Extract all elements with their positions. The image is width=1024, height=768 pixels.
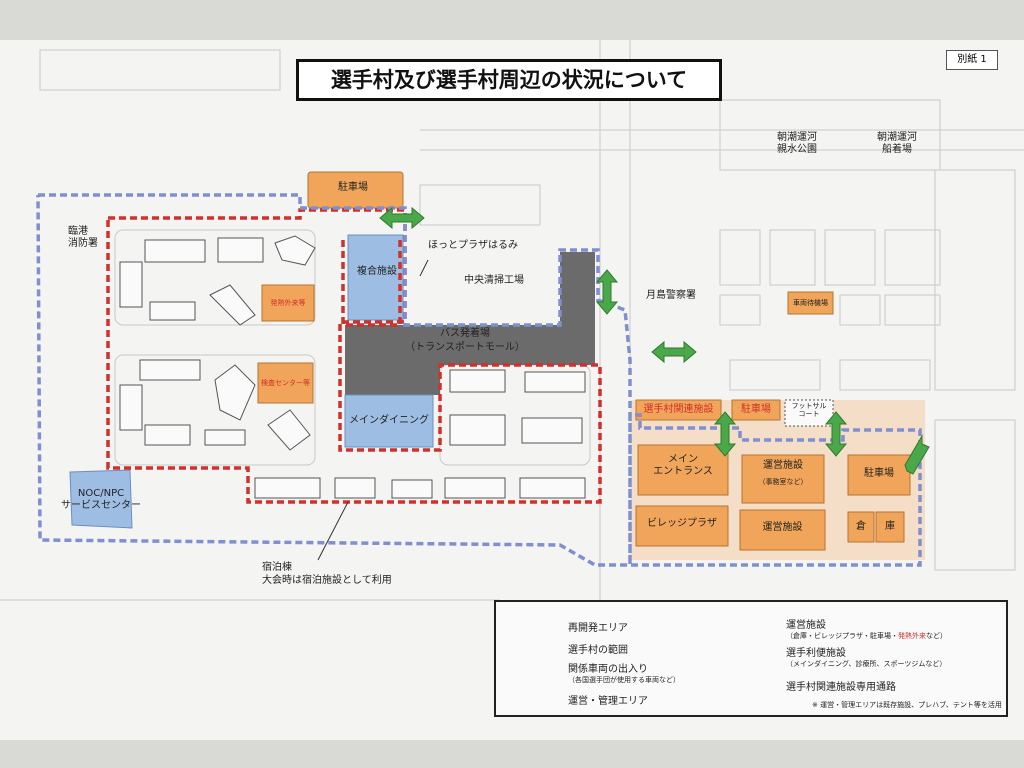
- label-noc-npc: NOC/NPC サービスセンター: [61, 488, 141, 511]
- label-lodging-note: 大会時は宿泊施設として利用: [262, 575, 392, 586]
- legend-admin-area: 運営・管理エリア: [568, 696, 648, 707]
- label-hot-plaza: ほっとプラザはるみ: [428, 240, 518, 251]
- label-testing-center: 検査センター等: [261, 379, 310, 387]
- label-rinko-fire: 臨港 消防署: [68, 226, 98, 249]
- legend-dedicated-road: 選手村関連施設専用通路: [786, 682, 896, 693]
- label-parking-east: 駐車場: [741, 404, 771, 415]
- building-outlines: [119, 235, 586, 499]
- label-main-dining: メインダイニング: [349, 415, 429, 426]
- label-operation-2: 運営施設: [762, 522, 803, 533]
- redevelopment-boundary: [106, 208, 602, 504]
- map-sheet: 別紙 1 選手村及び選手村周辺の状況について 駐車場 複合施設 発熱外来等 検査…: [0, 40, 1024, 740]
- page-title: 選手村及び選手村周辺の状況について: [296, 59, 722, 101]
- label-main-entrance: メイン エントランス: [653, 454, 713, 477]
- label-parking-south: 駐車場: [864, 468, 894, 479]
- legend-village-area: 選手村の範囲: [568, 645, 628, 656]
- footnote: ※ 運営・管理エリアは既存施設、プレハブ、テント等を活用: [812, 701, 1002, 709]
- label-operation-1: 運営施設: [763, 460, 803, 471]
- legend-vehicle-access: 関係車両の出入り: [568, 664, 648, 675]
- lodging-leader: [317, 501, 349, 561]
- sheet-number: 別紙 1: [946, 50, 998, 70]
- legend-operation-facility: 運営施設: [786, 620, 826, 631]
- label-futsal-court: フットサル コート: [791, 402, 827, 419]
- main-dining-block: [344, 394, 434, 448]
- redevelopment-inner: [341, 240, 402, 327]
- label-warehouse: 倉: [856, 521, 866, 532]
- label-central-cleaning: 中央清掃工場: [464, 275, 524, 286]
- label-tsukishima-police: 月島警察署: [646, 290, 696, 301]
- plaza-leader: [419, 259, 429, 277]
- label-warehouse-2: 庫: [885, 521, 895, 532]
- label-vehicle-waiting: 車両待機場: [793, 299, 828, 307]
- label-complex-facility: 複合施設: [357, 266, 397, 277]
- label-bus-terminal: バス発着場: [440, 328, 490, 339]
- label-village-related: 選手村関連施設: [643, 404, 714, 415]
- label-village-plaza: ビレッジプラザ: [647, 518, 717, 529]
- street-grid: [0, 40, 1024, 660]
- legend-vehicle-access-note: （各国選手団が使用する車両など）: [568, 676, 680, 684]
- complex-facility-block: [347, 234, 404, 321]
- noc-npc-block: [69, 469, 133, 529]
- label-parking-north: 駐車場: [338, 182, 368, 193]
- legend: 再開発エリア 選手村の範囲 関係車両の出入り （各国選手団が使用する車両など） …: [494, 600, 1008, 717]
- site-map: [0, 40, 1024, 700]
- bus-terminal-area: [345, 252, 595, 395]
- label-operation-1-sub: （事務室など）: [758, 478, 808, 486]
- legend-athlete-facility-note: （メインダイニング、診療所、スポーツジムなど）: [786, 660, 947, 668]
- label-asashio-pier: 朝潮運河 船着場: [877, 132, 917, 155]
- legend-operation-facility-note: （倉庫・ビレッジプラザ・駐車場・発熱外来など）: [786, 632, 947, 640]
- village-boundary: [36, 193, 922, 567]
- label-bus-terminal-sub: （トランスポートモール）: [405, 342, 525, 353]
- operation-blocks: [257, 171, 911, 551]
- label-lodging: 宿泊棟: [262, 562, 292, 573]
- legend-redevelopment: 再開発エリア: [568, 623, 628, 634]
- label-asashio-park: 朝潮運河 親水公園: [777, 132, 817, 155]
- legend-athlete-facility: 選手利便施設: [786, 648, 846, 659]
- label-fever-outpatient: 発熱外来等: [270, 299, 306, 307]
- futsal-block: [784, 399, 834, 427]
